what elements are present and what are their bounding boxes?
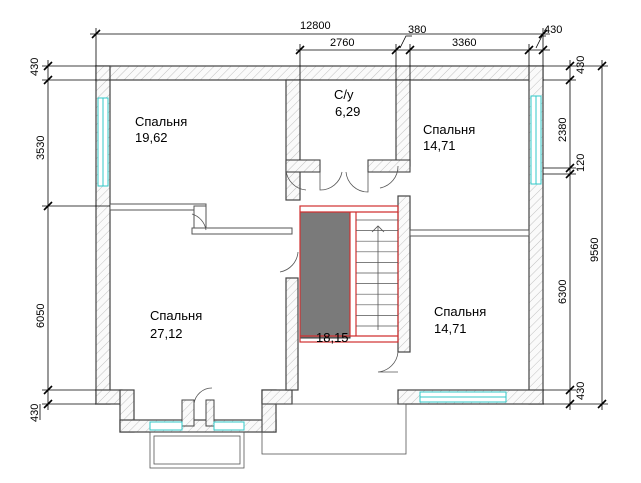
stair-landing xyxy=(299,211,351,339)
wall-bay-inner-right xyxy=(205,399,215,427)
dim-left-bottom: 430 xyxy=(29,404,41,422)
room-area-bedroom-4: 14,71 xyxy=(434,321,467,336)
dim-left-upper: 3530 xyxy=(35,136,47,160)
dim-top-seg3: 3360 xyxy=(452,37,476,49)
window-bay-right xyxy=(213,421,245,431)
wall-partition-right xyxy=(409,229,530,237)
wall-top xyxy=(95,65,544,81)
wall-interior-left xyxy=(285,79,301,201)
room-name-bathroom: С/у xyxy=(334,87,354,102)
wall-bay-inner-left xyxy=(181,399,195,427)
wall-partition-left-b xyxy=(193,205,207,231)
wall-interior-right-lower xyxy=(397,195,411,353)
dimensions-left: 430 3530 6050 430 xyxy=(29,58,110,422)
stair-steps xyxy=(356,219,398,327)
wall-bay-bottom xyxy=(119,419,277,433)
dim-right-top: 430 xyxy=(575,56,587,74)
room-labels: Спальня 19,62 С/у 6,29 Спальня 14,71 Спа… xyxy=(135,87,486,341)
doors xyxy=(191,165,399,405)
wall-partition-left xyxy=(109,203,207,211)
window-bay-left xyxy=(149,421,183,431)
dim-right-seg2: 120 xyxy=(575,154,587,172)
wall-interior-left-lower xyxy=(285,277,299,391)
staircase: 18,15 xyxy=(299,205,399,345)
room-name-bedroom-4: Спальня xyxy=(434,304,486,319)
wall-partition-left-c xyxy=(191,227,293,235)
balcony xyxy=(149,403,407,469)
dim-top-seg2: 380 xyxy=(408,24,426,36)
wall-bottom-left xyxy=(95,389,123,405)
room-area-bedroom-2: 14,71 xyxy=(423,138,456,153)
wall-interior-right xyxy=(395,79,411,167)
wall-bath-bottom-right xyxy=(367,159,411,173)
dim-right-seg1: 2380 xyxy=(557,118,569,142)
dim-left-lower: 6050 xyxy=(35,304,47,328)
dim-top-total: 12800 xyxy=(300,20,331,32)
windows xyxy=(97,95,542,431)
room-name-bedroom-2: Спальня xyxy=(423,122,475,137)
room-area-bedroom-3: 27,12 xyxy=(150,326,183,341)
wall-bottom-mid xyxy=(261,389,293,405)
room-area-bedroom-1: 19,62 xyxy=(135,130,168,145)
wall-bath-bottom-left xyxy=(285,159,321,173)
room-name-bedroom-1: Спальня xyxy=(135,114,187,129)
dim-top-seg4: 430 xyxy=(544,24,562,36)
dim-right-total: 9560 xyxy=(589,238,601,262)
dim-top-seg1: 2760 xyxy=(330,37,354,49)
dim-right-lower: 6300 xyxy=(557,280,569,304)
dim-right-bottom: 430 xyxy=(575,382,587,400)
dimensions-right: 430 2380 120 9560 6300 430 xyxy=(543,56,608,410)
room-area-bathroom: 6,29 xyxy=(335,104,360,119)
room-name-bedroom-3: Спальня xyxy=(150,308,202,323)
stair-label: 18,15 xyxy=(316,330,349,345)
dimensions-top: 12800 2760 380 3360 430 xyxy=(90,20,562,80)
dim-left-top: 430 xyxy=(29,58,41,76)
